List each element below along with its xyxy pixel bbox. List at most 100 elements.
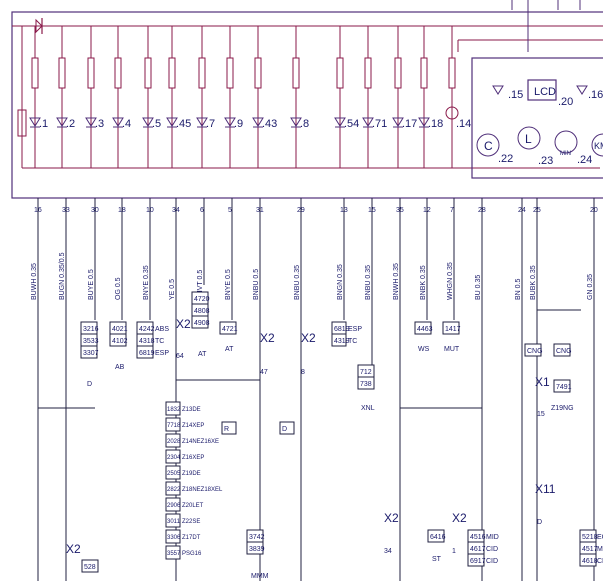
cng-box-b-code: CNG bbox=[556, 348, 572, 355]
cng-box-a-code: CNG bbox=[527, 348, 543, 355]
ec-box-code: 4517 bbox=[582, 546, 598, 553]
connector-x2-b: X2 bbox=[260, 331, 275, 345]
d-box-code: 3307 bbox=[83, 350, 99, 357]
connector-x1: X1 bbox=[535, 375, 550, 389]
ec-box-cell bbox=[579, 553, 597, 567]
engine-option-cell bbox=[165, 513, 181, 528]
pin-ref: 15 bbox=[537, 411, 545, 418]
wire-color-label: BNBU 0.35 bbox=[365, 265, 372, 300]
lamp-resistor bbox=[364, 57, 372, 89]
led-icon bbox=[112, 117, 124, 127]
wire-color-label: BNWH 0.35 bbox=[393, 263, 400, 300]
lamp-number: .7 bbox=[206, 118, 215, 130]
lamp-resistor bbox=[226, 57, 234, 89]
engine-option-code: 2505 bbox=[167, 471, 181, 477]
mmm-box-code: 3839 bbox=[249, 546, 265, 553]
connector-x2-d: X2 bbox=[66, 542, 81, 556]
lamp-number: .1 bbox=[39, 118, 48, 130]
led-icon bbox=[492, 85, 504, 95]
display-module bbox=[471, 57, 603, 179]
engine-option-name: Z17DT bbox=[182, 535, 201, 541]
abs-tag: ABS bbox=[155, 326, 169, 333]
wire-color-label: BNGN 0.35 bbox=[337, 264, 344, 300]
engine-option-code: 2822 bbox=[167, 487, 181, 493]
mid-box-code: 4617 bbox=[470, 546, 486, 553]
lamp-resistor bbox=[87, 57, 95, 89]
pin-ref: 34 bbox=[384, 548, 392, 555]
ec-tag: CID bbox=[597, 558, 603, 565]
st-label: ST bbox=[432, 556, 442, 563]
mid-box-cell bbox=[467, 553, 485, 567]
lamp-resistor bbox=[114, 57, 122, 89]
lamp-resistor bbox=[144, 57, 152, 89]
lamp-number: .18 bbox=[428, 118, 443, 130]
led-icon bbox=[392, 117, 404, 127]
mut-box-cell bbox=[442, 321, 460, 335]
lamp-resistor bbox=[448, 57, 456, 89]
lamp-resistor bbox=[394, 57, 402, 89]
esp-box-code: 4319 bbox=[334, 338, 350, 345]
at1-box-code: 4808 bbox=[194, 308, 210, 315]
led-icon bbox=[56, 117, 68, 127]
lamp-number: .8 bbox=[300, 118, 309, 130]
l-label: L bbox=[525, 132, 532, 146]
lcd-box bbox=[527, 79, 557, 101]
mmm-label: MMM bbox=[251, 573, 269, 580]
wire-color-label: BUYE 0.5 bbox=[88, 269, 95, 300]
wire-color-label: BNBU 0.5 bbox=[253, 269, 260, 300]
pin-ref: 8 bbox=[301, 369, 305, 376]
ws-box-cell bbox=[414, 321, 432, 335]
lamp-number: .45 bbox=[176, 118, 191, 130]
led-icon bbox=[418, 117, 430, 127]
harness-wires bbox=[37, 198, 595, 581]
cng-box-a-cell bbox=[524, 343, 542, 357]
engine-option-name: Z16XEP bbox=[182, 455, 204, 461]
diode-symbol bbox=[35, 18, 43, 34]
led-icon bbox=[142, 117, 154, 127]
connector-x11: X11 bbox=[535, 482, 556, 496]
engine-option-name: Z20LET bbox=[182, 503, 204, 509]
connector-x2-e: X2 bbox=[384, 511, 399, 525]
engine-option-name: Z14NEZ16XE bbox=[182, 439, 219, 445]
d-label: D bbox=[87, 381, 92, 388]
z19-label: Z19NG bbox=[551, 405, 574, 412]
engine-option-cell bbox=[165, 465, 181, 480]
engine-option-name: Z14XEP bbox=[182, 423, 204, 429]
coolant-gauge-icon bbox=[476, 133, 500, 157]
cluster-border bbox=[11, 11, 603, 199]
at2-box-cell bbox=[219, 321, 237, 335]
connectors: X2 X2 X2 X2 X2 X2 X1 X11 bbox=[66, 317, 556, 556]
mid-tag: MID bbox=[486, 534, 499, 541]
display-pin-labels: .15.16.20.22.23.24 bbox=[492, 85, 603, 167]
z19-box-cell bbox=[553, 379, 571, 393]
bulb-icon bbox=[445, 106, 459, 120]
lamp-resistor bbox=[254, 57, 262, 89]
lamp-number: .9 bbox=[234, 118, 243, 130]
z19-box-code: 7491 bbox=[556, 384, 572, 391]
mut-label: MUT bbox=[444, 346, 460, 353]
bottom-box-cell bbox=[81, 559, 99, 573]
engine-option-cell bbox=[165, 529, 181, 544]
pin-ref: D bbox=[537, 519, 542, 526]
lamp-number: .14 bbox=[456, 118, 471, 130]
ab-box-cell bbox=[109, 333, 127, 347]
ws-label: WS bbox=[418, 346, 430, 353]
engine-option-cell bbox=[165, 417, 181, 432]
pin-number: 7 bbox=[450, 207, 454, 214]
xnl-box-cell bbox=[357, 376, 375, 390]
engine-option-code: 3557 bbox=[167, 551, 181, 557]
xnl-box-code: 712 bbox=[360, 369, 372, 376]
led-icon bbox=[576, 85, 588, 95]
resistor bbox=[17, 109, 27, 137]
ab-label: AB bbox=[115, 364, 125, 371]
led-icon bbox=[85, 117, 97, 127]
bottom-box-code: 528 bbox=[84, 564, 96, 571]
lamp-number: .5 bbox=[152, 118, 161, 130]
connector-x2-a: X2 bbox=[176, 317, 191, 331]
r-box-code: R bbox=[224, 426, 229, 433]
lamp-number: .17 bbox=[402, 118, 417, 130]
xnl-box-code: 738 bbox=[360, 381, 372, 388]
engine-option-cell bbox=[165, 401, 181, 416]
pin-ref: 1 bbox=[452, 548, 456, 555]
led-icon bbox=[290, 117, 302, 127]
